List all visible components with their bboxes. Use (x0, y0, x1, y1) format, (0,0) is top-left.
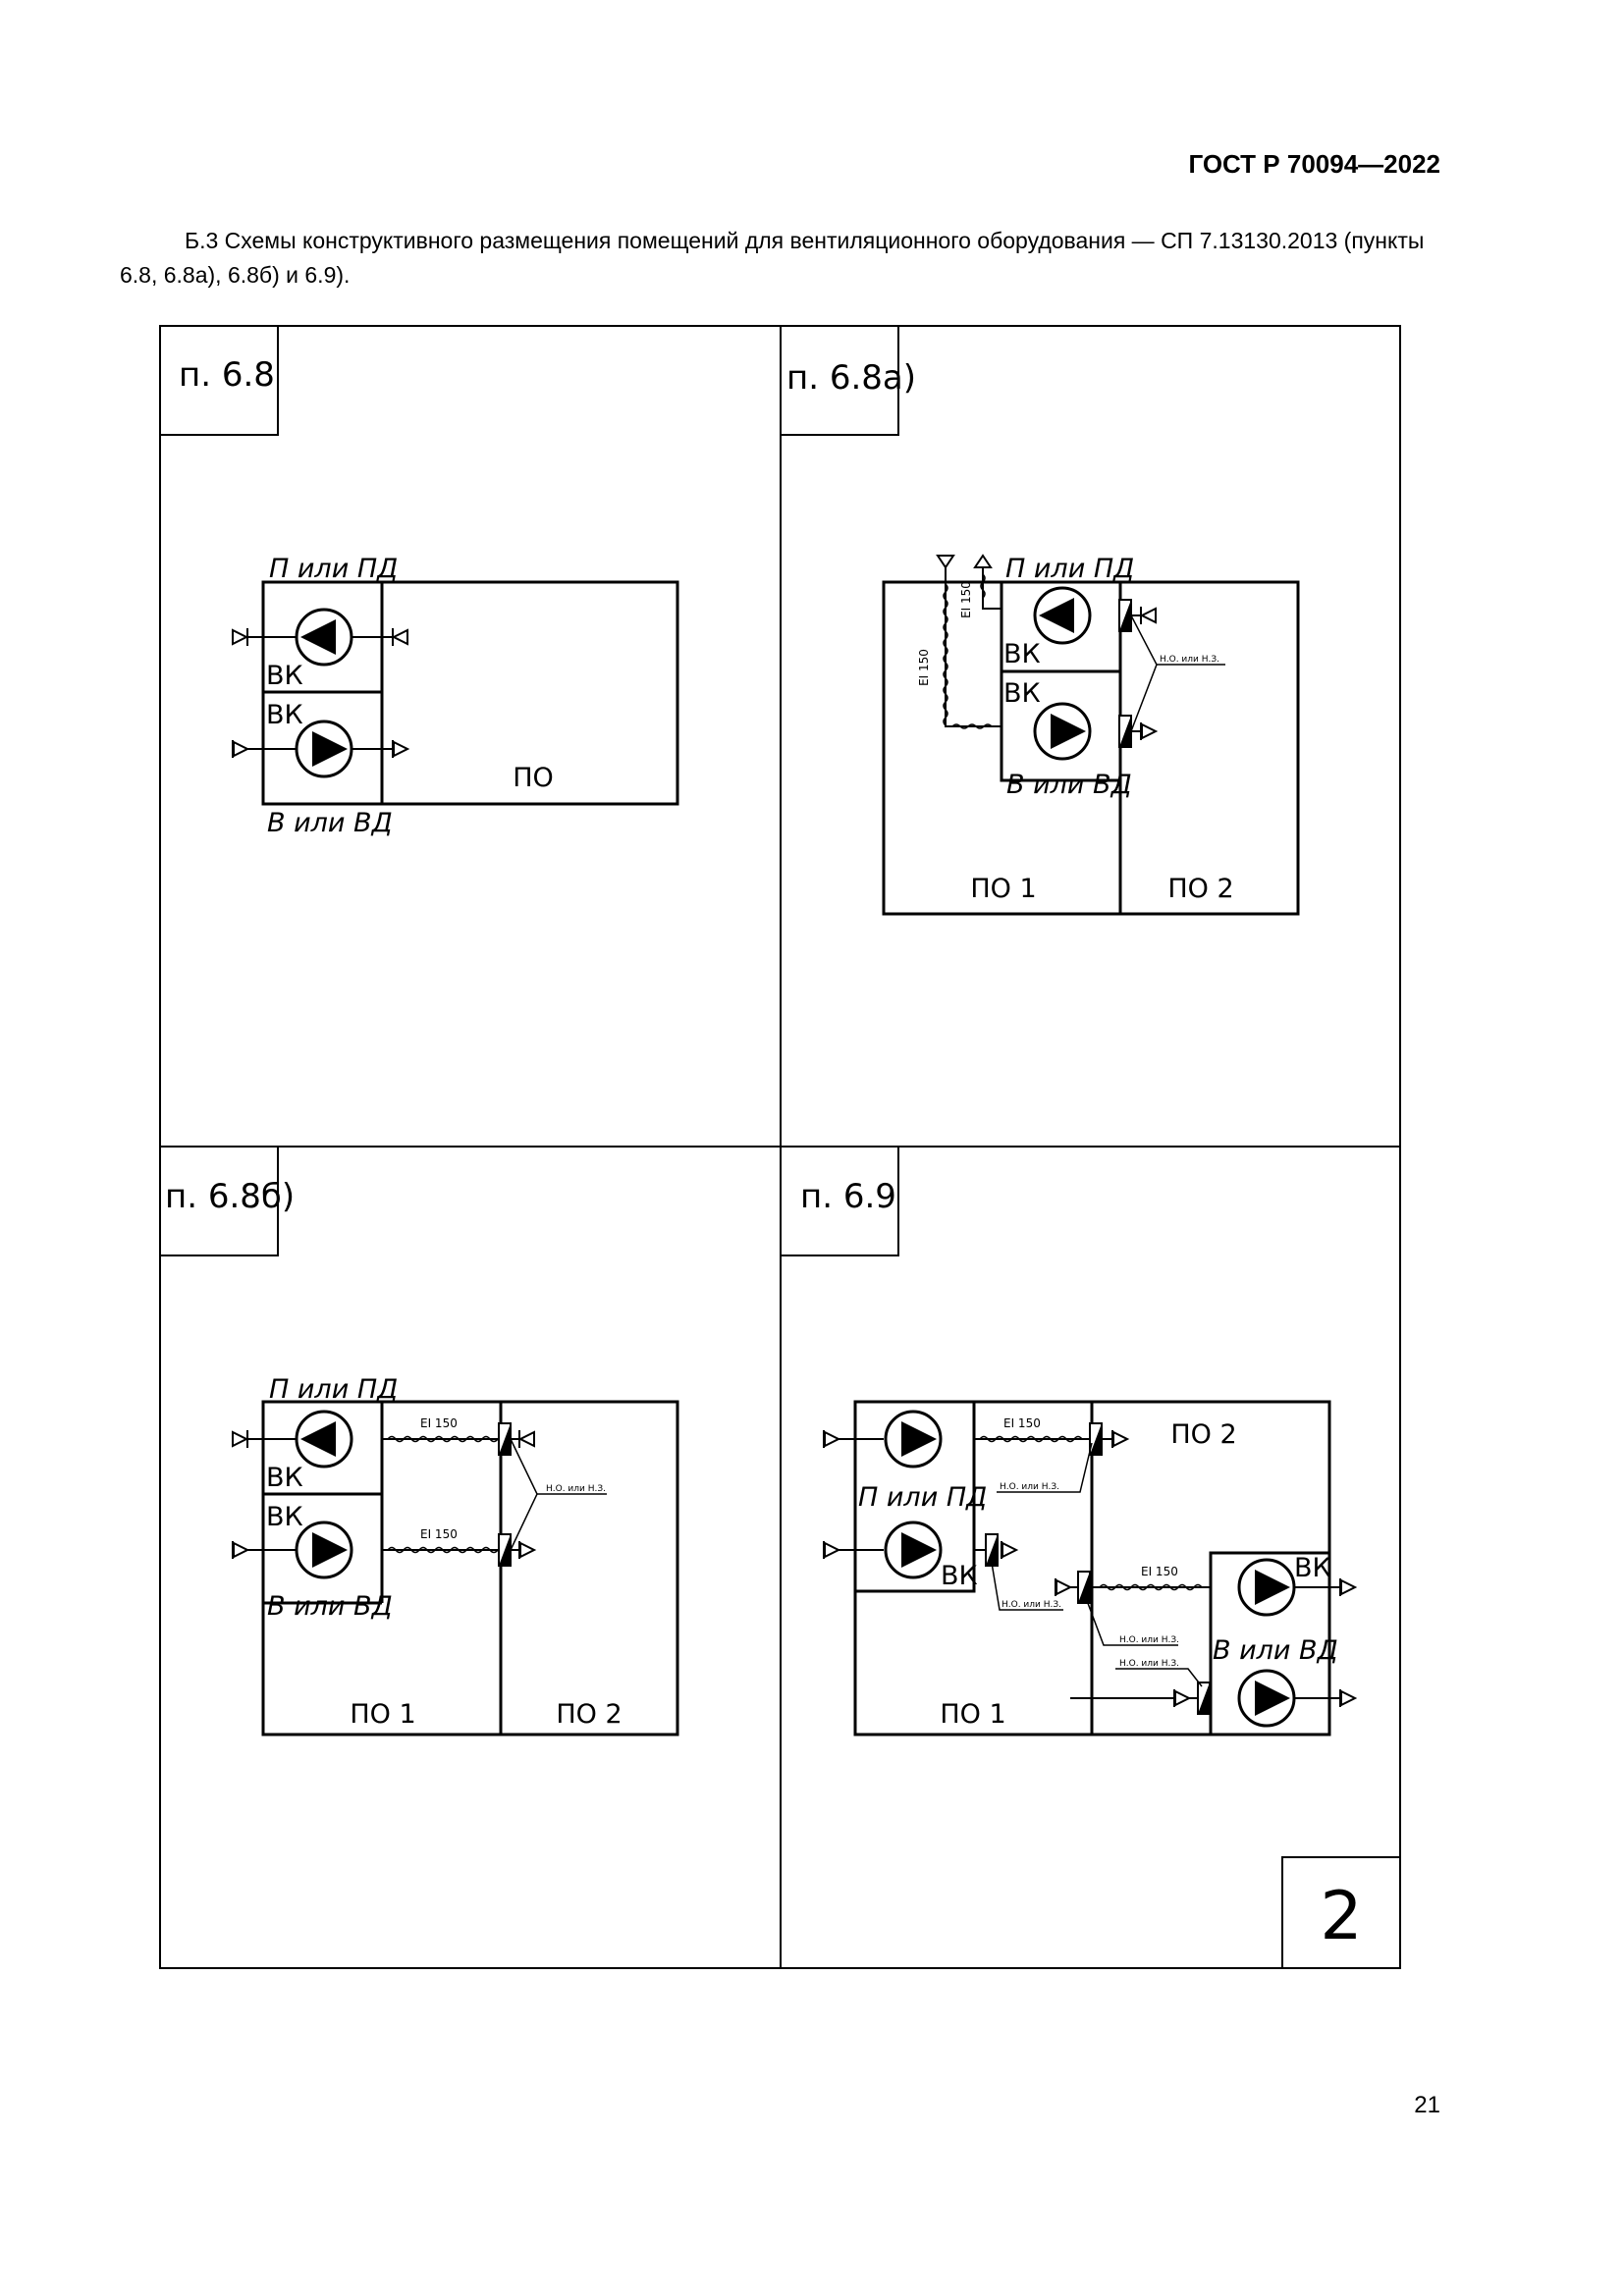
label-room-1: ПО 1 (350, 1699, 415, 1730)
label-vk-2: ВК (1294, 1553, 1331, 1583)
label-room-2: ПО 2 (1167, 874, 1233, 904)
label-exhaust: В или ВД (267, 1591, 393, 1622)
label-room: ПО (513, 763, 554, 793)
exhaust-fan-icon (295, 720, 353, 778)
label-no-nz-4: Н.О. или Н.З. (1119, 1659, 1179, 1669)
supply-fan-icon (295, 608, 353, 667)
label-ei150-v2: EI 150 (959, 581, 973, 618)
label-supply: П или ПД (1005, 554, 1134, 584)
page-number: 21 (1414, 2092, 1440, 2118)
intro-paragraph: Б.3 Схемы конструктивного размещения пом… (120, 224, 1441, 293)
label-no-nz-2: Н.О. или Н.З. (1001, 1600, 1061, 1610)
document-header: ГОСТ Р 70094—2022 (1188, 149, 1440, 179)
label-room-1: ПО 1 (940, 1699, 1005, 1730)
exhaust-fan-icon (1237, 1558, 1296, 1617)
label-vk-2: ВК (1003, 678, 1041, 709)
panel-6-9: Н.О. или Н.З. Н.О. или Н.З. Н.О. или Н.З… (823, 1400, 1356, 1736)
label-room-2: ПО 2 (556, 1699, 622, 1730)
label-no-nz-3: Н.О. или Н.З. (1119, 1635, 1179, 1645)
label-vk-1: ВК (266, 661, 303, 691)
panel-6-8a: Н.О. или Н.З. EI 150 EI 150 П или ПД ВК … (882, 554, 1300, 916)
label-room-1: ПО 1 (970, 874, 1036, 904)
exhaust-fan-icon-2 (1237, 1669, 1296, 1728)
panel-6-8: П или ПД ВК ВК В или ВД ПО (232, 554, 679, 838)
label-no-nz: Н.О. или Н.З. (546, 1484, 606, 1494)
sheet-number: 2 (1320, 1878, 1362, 1955)
label-exhaust: В или ВД (267, 808, 393, 838)
exhaust-fan-icon (1033, 702, 1092, 761)
exhaust-fan-icon (295, 1521, 353, 1579)
label-supply: П или ПД (269, 1374, 398, 1405)
label-ei150-2: EI 150 (420, 1527, 458, 1541)
label-supply: П или ПД (269, 554, 398, 584)
label-vk-1: ВК (1003, 639, 1041, 669)
supply-fan-icon-2 (884, 1521, 943, 1579)
label-supply: П или ПД (858, 1482, 987, 1513)
label-ei150-v: EI 150 (917, 649, 931, 686)
label-ei150-1: EI 150 (1003, 1416, 1041, 1430)
label-vk-2: ВК (266, 1502, 303, 1532)
label-vk-1: ВК (266, 1463, 303, 1493)
supply-fan-icon (295, 1410, 353, 1468)
panel-label-6-8: п. 6.8 (179, 355, 275, 395)
label-ei150-2: EI 150 (1141, 1565, 1178, 1578)
label-exhaust: В или ВД (1213, 1635, 1338, 1666)
label-no-nz-1: Н.О. или Н.З. (1000, 1482, 1059, 1492)
panel-label-6-8b: п. 6.8б) (165, 1177, 295, 1216)
label-exhaust: В или ВД (1006, 770, 1132, 800)
supply-fan-icon (884, 1410, 943, 1468)
panel-6-8b: Н.О. или Н.З. EI 150 EI 150 П или ПД ВК … (232, 1374, 679, 1736)
label-vk-1: ВК (941, 1561, 978, 1591)
panel-label-6-8a: п. 6.8а) (786, 358, 916, 398)
label-ei150-1: EI 150 (420, 1416, 458, 1430)
panel-label-6-9: п. 6.9 (800, 1177, 896, 1216)
label-vk-2: ВК (266, 700, 303, 730)
label-room-2: ПО 2 (1170, 1419, 1236, 1450)
supply-fan-icon (1033, 586, 1092, 645)
label-no-nz: Н.О. или Н.З. (1160, 655, 1219, 665)
intro-text: Б.3 Схемы конструктивного размещения пом… (120, 228, 1425, 288)
